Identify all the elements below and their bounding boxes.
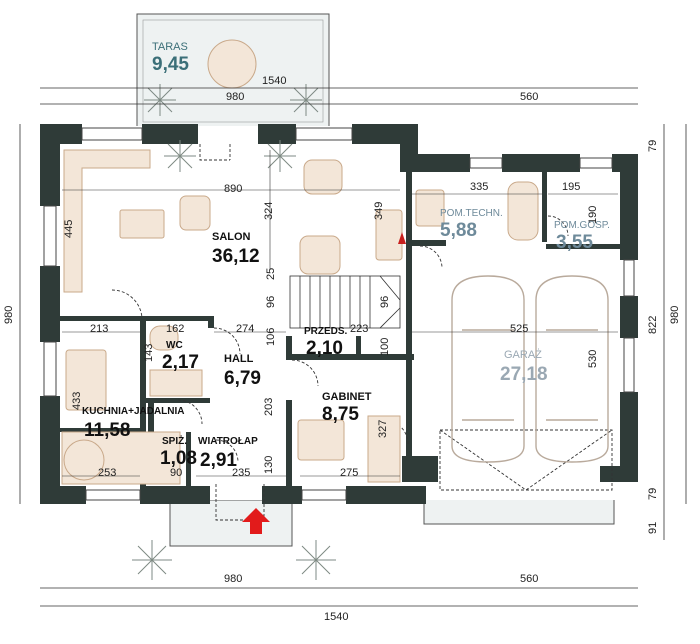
dim-hall-width: 274 (236, 323, 254, 335)
dim-right-bottom: 79 (647, 488, 659, 500)
dim-salon-height: 324 (263, 202, 275, 220)
dim-top-right: 560 (520, 91, 538, 103)
dim-spiz-width: 90 (170, 467, 182, 479)
dim-gosp-height: 190 (587, 206, 599, 224)
dim-right-small: 91 (647, 522, 659, 534)
dim-bottom-left: 980 (224, 573, 242, 585)
dim-gosp-width: 195 (562, 181, 580, 193)
dim-kitchen-width: 213 (90, 323, 108, 335)
dim-kitchen-height: 445 (63, 220, 75, 238)
dim-kitchen-bottom: 253 (98, 467, 116, 479)
dim-garage-height: 530 (587, 350, 599, 368)
furniture (61, 39, 539, 485)
dim-wc-height: 143 (143, 344, 155, 362)
interior-walls (60, 170, 626, 488)
room-salon-name: SALON (212, 231, 251, 243)
entrance-porch (169, 499, 293, 547)
staircase (289, 275, 401, 329)
room-garage-name: GARAŻ (504, 348, 542, 361)
entrance-arrow-icon (242, 508, 270, 534)
room-przeds-name: PRZEDS. (304, 326, 348, 337)
dim-przeds-width: 223 (350, 323, 368, 335)
room-taras-area: 9,45 (152, 54, 189, 75)
room-techn-area: 5,88 (440, 220, 477, 241)
windows (43, 127, 635, 501)
room-gabinet-name: GABINET (322, 391, 372, 403)
dim-wiatrolap-width: 235 (232, 467, 250, 479)
garage-cars (451, 275, 609, 463)
room-kitchen-name: KUCHNIA+JADALNIA (82, 406, 185, 417)
dim-salon-right: 349 (373, 202, 385, 220)
dim-bottom-total: 1540 (324, 611, 348, 623)
dim-gabinet-width: 275 (340, 467, 358, 479)
room-taras-name: TARAS (152, 41, 188, 53)
fireplace-icon (398, 232, 406, 244)
room-hall-name: HALL (224, 353, 254, 365)
dim-left-total: 980 (3, 306, 15, 324)
room-spiz-area: 1,08 (160, 448, 197, 469)
dim-kitchen-vertical: 433 (71, 392, 83, 410)
room-wc-name: WC (166, 340, 183, 351)
dim-salon-width: 890 (224, 183, 242, 195)
dim-tech-width: 335 (470, 181, 488, 193)
dim-right-middle: 822 (647, 316, 659, 334)
room-garage-area: 27,18 (500, 364, 548, 385)
dim-stair-b: 96 (265, 296, 277, 308)
dim-gabinet-height-2: 327 (377, 420, 389, 438)
doors (111, 144, 613, 521)
room-kitchen-area: 11,58 (84, 420, 131, 441)
room-gosp-name: POM.GOSP. (554, 220, 610, 231)
dim-garage-width: 525 (510, 323, 528, 335)
dim-top-left: 980 (226, 91, 244, 103)
room-techn-name: POM.TECHN. (440, 208, 503, 219)
dim-bottom-right: 560 (520, 573, 538, 585)
dim-wiatrolap-height: 130 (263, 456, 275, 474)
room-wc-area: 2,17 (162, 352, 199, 373)
dim-stair-d: 106 (265, 328, 277, 346)
dim-wc-width: 162 (166, 323, 184, 335)
floor-area (43, 126, 636, 500)
room-wiatrolap-name: WIATROŁAP (198, 436, 258, 447)
exterior-walls (40, 124, 638, 504)
room-przeds-area: 2,10 (306, 338, 343, 359)
room-salon-area: 36,12 (212, 246, 260, 267)
dim-right-total: 980 (669, 306, 681, 324)
room-gosp-area: 3,55 (556, 232, 593, 253)
plant-icon (132, 84, 336, 580)
dim-przeds-height: 100 (379, 338, 391, 356)
dim-top-span: 1540 (262, 75, 286, 87)
room-gabinet-area: 8,75 (322, 404, 359, 425)
dimension-lines (19, 87, 687, 607)
dim-stair-c: 96 (379, 296, 391, 308)
room-wiatrolap-area: 2,91 (200, 450, 237, 471)
dim-gabinet-height-1: 203 (263, 398, 275, 416)
dim-right-top: 79 (647, 140, 659, 152)
room-spiz-name: SPIŻ. (162, 434, 187, 447)
room-hall-area: 6,79 (224, 368, 261, 389)
dim-stair-a: 25 (265, 268, 277, 280)
